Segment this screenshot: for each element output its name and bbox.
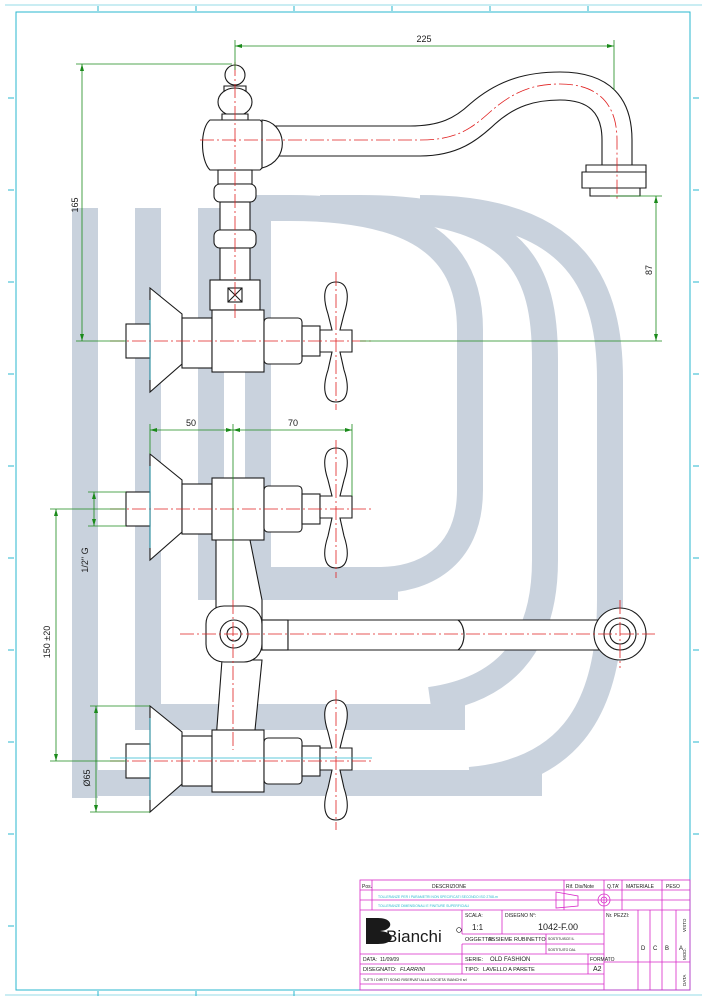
bottom-spout [287,619,601,651]
dim-165: 165 [70,197,80,212]
serie-value: OLD FASHION [490,957,530,963]
dim-70: 70 [288,418,298,428]
scala-label: SCALA: [465,913,483,919]
sheet-border [5,4,702,996]
company-logo: Bianchi [366,918,462,946]
rev-a: A [679,946,683,952]
header-rif: Rif. Dis/Note [566,884,594,890]
oggetto-label: OGGETTO: [465,937,494,943]
cyan-hidden-lines [110,300,372,800]
header-materiale: MATERIALE [626,884,655,890]
rev-d: D [641,946,646,952]
header-pos: Pos. [362,884,372,890]
spout [261,71,633,166]
border-ticks [8,6,699,996]
top-faucet-view [125,64,647,403]
tipo-value: LAVELLO A PARETE [483,967,535,973]
formato-label: FORMATO [590,957,615,963]
centerlines [110,62,655,830]
dimension-labels: 225 165 87 50 70 1/2" G 150 ±20 Ø65 [42,34,654,787]
sostituito-label: SOSTITUITO DAL [548,948,576,952]
serie-label: SERIE: [465,957,484,963]
dim-50: 50 [186,418,196,428]
disegnato-label: DISEGNATO: [363,967,397,973]
disegno-value: 1042-F.00 [538,922,578,932]
header-qta: Q.TA' [607,884,619,890]
sostituisce-label: SOSTITUISCE IL [548,937,574,941]
data-label: DATA: [363,957,377,963]
dim-thread: 1/2" G [80,547,90,572]
logo-text: Bianchi [386,927,442,946]
title-block-text: Pos. DESCRIZIONE Rif. Dis/Note Q.TA' MAT… [362,884,687,986]
rev-data: DATA [682,975,687,986]
pezzi-label: Nr. PEZZI: [606,913,629,919]
dimension-arrows [54,44,658,812]
header-descrizione: DESCRIZIONE [432,884,467,890]
disegnato-value: FLARRINI [400,967,426,973]
dim-87: 87 [644,265,654,275]
dim-225: 225 [416,34,431,44]
data-value: 11/09/09 [380,957,399,963]
dim-diameter: Ø65 [82,769,92,786]
header-peso: PESO [666,884,680,890]
note-2: TOLLERANZE DIMENSIONALI E FINITURE SUPER… [378,904,469,908]
footer-rights: TUTTI I DIRITTI SONO RISERVATI ALLA SOCI… [363,978,467,982]
tipo-label: TIPO: [465,967,480,973]
note-1: TOLLERANZE PER I PARAMETRI NON SPECIFICA… [378,895,498,899]
rev-b: B [665,946,669,952]
oggetto-value: ASSIEME RUBINETTO [488,937,546,943]
rev-mod: MOD. [682,948,687,960]
formato-value: A2 [593,966,602,973]
disegno-label: DISEGNO N°: [505,913,536,919]
scala-value: 1:1 [472,923,484,932]
dimension-lines [50,40,662,813]
rev-c: C [653,946,658,952]
dim-center-distance: 150 ±20 [42,626,52,658]
rev-visto: VISTO [682,918,687,932]
title-block [359,879,691,991]
